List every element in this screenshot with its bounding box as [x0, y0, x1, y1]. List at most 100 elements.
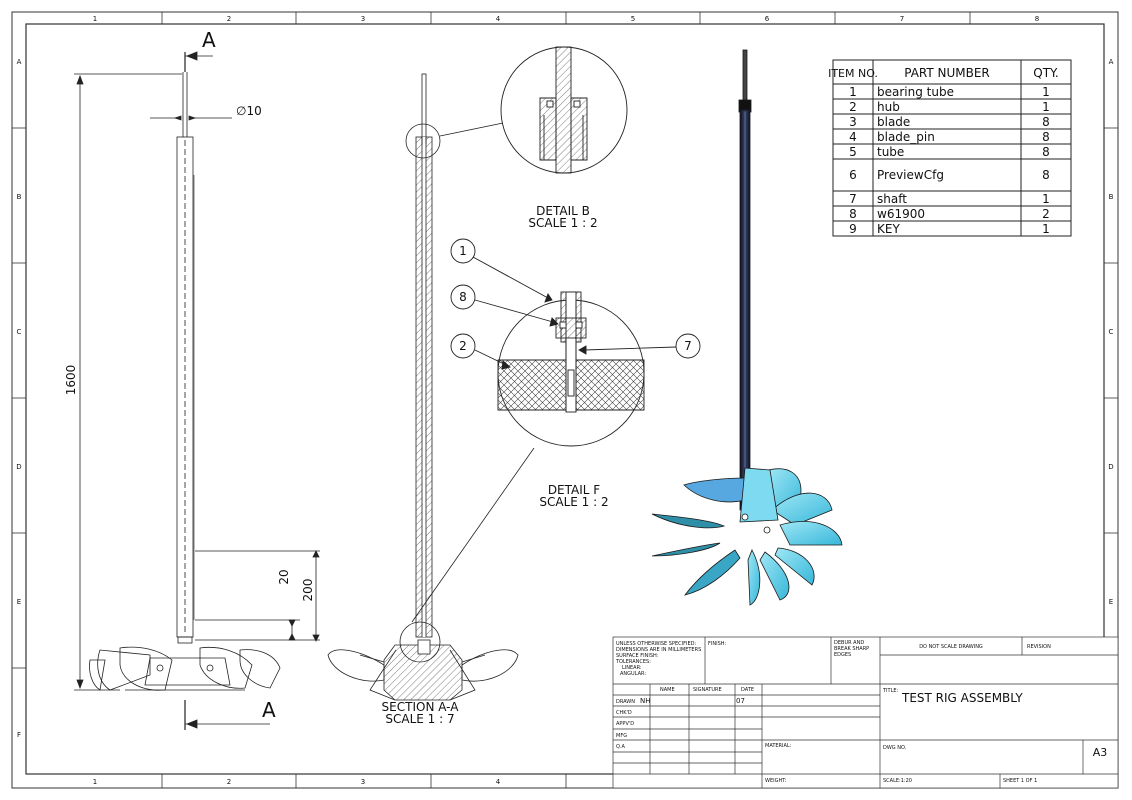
bom-row-5-part: tube: [877, 145, 904, 159]
section-caption-line2: SCALE 1 : 7: [385, 712, 454, 726]
tb-row-drawn: DRAWN: [616, 699, 635, 705]
dim-200: 200: [301, 579, 315, 602]
svg-text:8: 8: [459, 290, 467, 304]
bom-table: ITEM NO. PART NUMBER QTY. 1 bearing tube…: [828, 59, 1072, 237]
bom-row-9-item: 9: [849, 222, 857, 236]
detail-f-caption-line2: SCALE 1 : 2: [539, 495, 608, 509]
bom-row-1-item: 1: [849, 85, 857, 99]
dim-diameter: ∅10: [236, 104, 262, 118]
zone-row-e-right: E: [1109, 598, 1113, 606]
bom-row-8-qty: 2: [1042, 207, 1050, 221]
tb-deburr-line3: EDGES: [834, 652, 851, 658]
bom-row-3-item: 3: [849, 115, 857, 129]
zone-row-c-left: C: [17, 328, 22, 336]
bom-row-9-qty: 1: [1042, 222, 1050, 236]
svg-text:7: 7: [684, 339, 692, 353]
front-view: A ∅10 1600 20 200: [64, 28, 320, 730]
tb-row-apprd: APPV'D: [616, 721, 634, 727]
zone-col-8-top: 8: [1035, 15, 1039, 23]
tb-title-label: TITLE:: [882, 688, 899, 694]
balloon-2: 2: [450, 333, 511, 370]
bom-row-8-item: 8: [849, 207, 857, 221]
bom-header-item: ITEM NO.: [828, 67, 878, 80]
tb-sheet: SHEET 1 OF 1: [1003, 778, 1037, 784]
bom-header-qty: QTY.: [1033, 66, 1059, 80]
bom-row-1-part: bearing tube: [877, 85, 954, 99]
sheet-border: 1 2 3 4 5 6 7 8 1 2 3 4 A B C D E F A B …: [11, 11, 1119, 789]
tb-drawn-date: 07: [736, 697, 745, 705]
balloon-8: 8: [450, 284, 559, 327]
zone-col-4-bottom: 4: [496, 778, 501, 786]
section-view: SECTION A-A SCALE 1 : 7: [327, 73, 535, 726]
detail-f-caption-line1: DETAIL F: [548, 483, 600, 497]
zone-col-5-top: 5: [631, 15, 635, 23]
bom-row-8-part: w61900: [877, 207, 925, 221]
zone-col-3-top: 3: [361, 15, 365, 23]
section-letter-top: A: [202, 28, 216, 52]
zone-col-1-bottom: 1: [93, 778, 97, 786]
tb-material: MATERIAL:: [765, 743, 792, 749]
zone-col-2-bottom: 2: [227, 778, 231, 786]
bom-row-7-part: shaft: [877, 192, 907, 206]
tb-do-not-scale: DO NOT SCALE DRAWING: [919, 644, 983, 650]
balloon-1: 1: [450, 238, 553, 303]
zone-col-4-top: 4: [496, 15, 501, 23]
tb-weight: WEIGHT:: [765, 778, 787, 784]
zone-row-d-left: D: [16, 463, 21, 471]
tb-unless-line4: TOLERANCES:: [615, 659, 651, 665]
bom-header-part: PART NUMBER: [904, 66, 990, 80]
balloon-7: 7: [578, 333, 701, 359]
bom-row-7-item: 7: [849, 192, 857, 206]
detail-b-caption-line2: SCALE 1 : 2: [528, 216, 597, 230]
zone-col-3-bottom: 3: [361, 778, 365, 786]
svg-text:2: 2: [459, 339, 467, 353]
zone-row-d-right: D: [1108, 463, 1113, 471]
bom-row-6-part: PreviewCfg: [877, 168, 944, 182]
bom-row-6-item: 6: [849, 168, 857, 182]
bom-row-5-qty: 8: [1042, 145, 1050, 159]
bom-row-5-item: 5: [849, 145, 857, 159]
tb-deburr-line1: DEBUR AND: [834, 640, 864, 646]
dim-20: 20: [277, 569, 291, 584]
bom-row-4-qty: 8: [1042, 130, 1050, 144]
tb-unless-line1: UNLESS OTHERWISE SPECIFIED:: [616, 641, 696, 647]
tb-row-chkd: CHK'D: [616, 710, 632, 716]
section-letter-bottom: A: [262, 698, 276, 722]
zone-row-f-left: F: [17, 731, 21, 739]
tb-title: TEST RIG ASSEMBLY: [901, 691, 1023, 705]
zone-col-6-top: 6: [765, 15, 770, 23]
bom-row-2-item: 2: [849, 100, 857, 114]
zone-row-c-right: C: [1109, 328, 1114, 336]
bom-row-4-item: 4: [849, 130, 857, 144]
tb-unless-line6: ANGULAR:: [620, 671, 646, 677]
zone-col-7-top: 7: [900, 15, 904, 23]
zone-col-2-top: 2: [227, 15, 231, 23]
bom-row-2-part: hub: [877, 100, 900, 114]
section-caption-line1: SECTION A-A: [382, 700, 460, 714]
zone-row-b-right: B: [1109, 193, 1114, 201]
tb-finish: FINISH:: [708, 641, 726, 647]
tb-dwg-no: DWG NO.: [883, 745, 907, 751]
bom-row-3-part: blade: [877, 115, 910, 129]
title-block: UNLESS OTHERWISE SPECIFIED: DIMENSIONS A…: [612, 636, 1119, 789]
detail-b: DETAIL B SCALE 1 : 2: [500, 46, 628, 230]
bom-row-3-qty: 8: [1042, 115, 1050, 129]
tb-unless-line2: DIMENSIONS ARE IN MILLIMETERS: [616, 647, 701, 653]
isometric-view: [651, 49, 843, 606]
tb-row-qa: Q.A: [616, 744, 626, 750]
bom-row-7-qty: 1: [1042, 192, 1050, 206]
zone-row-a-right: A: [1109, 58, 1114, 66]
tb-col-name: NAME: [660, 687, 675, 693]
svg-text:1: 1: [459, 244, 467, 258]
zone-row-a-left: A: [17, 58, 22, 66]
zone-row-b-left: B: [17, 193, 22, 201]
bom-row-6-qty: 8: [1042, 168, 1050, 182]
tb-col-date: DATE: [741, 687, 754, 693]
bom-row-4-part: blade_pin: [877, 130, 935, 144]
tb-col-signature: SIGNATURE: [693, 687, 722, 693]
tb-unless-line3: SURFACE FINISH:: [616, 653, 659, 659]
bom-row-9-part: KEY: [877, 222, 900, 236]
tb-scale: SCALE:1:20: [883, 778, 912, 784]
dim-length: 1600: [64, 365, 78, 396]
zone-row-e-left: E: [17, 598, 21, 606]
